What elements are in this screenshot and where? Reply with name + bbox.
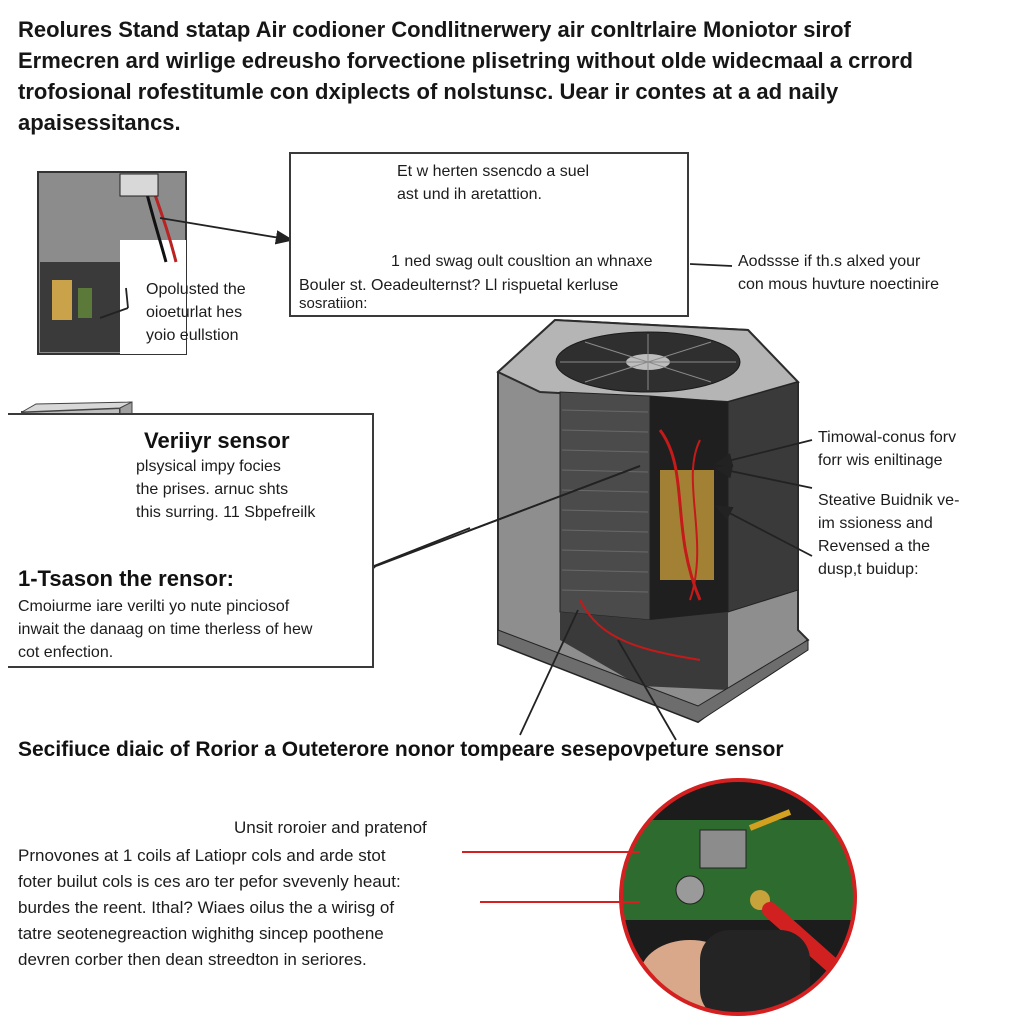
title-line: Reolures Stand statap Air codioner Condl… bbox=[18, 17, 851, 42]
wiring-closeup-image bbox=[37, 171, 187, 355]
section-title: Secifiuce diaic of Rorior a Outeterore n… bbox=[18, 738, 784, 761]
sensor-closeup-image bbox=[619, 778, 857, 1016]
condenser-unit-illustration bbox=[496, 318, 810, 724]
title-line: apaisessitancs. bbox=[18, 110, 181, 135]
callout-right-top: Aodssse if th.s alxed your con mous huvt… bbox=[738, 253, 939, 293]
bottom-paragraph: Prnovones at 1 coils af Latiopr cols and… bbox=[18, 846, 401, 969]
title-line: Ermecren ard wirlige edreusho forvection… bbox=[18, 48, 913, 73]
bottom-caption: Unsit roroier and pratenof bbox=[234, 818, 427, 837]
connector-lines bbox=[99, 217, 813, 741]
callout-left-top: Opolusted the oioeturlat hes yoio eullst… bbox=[146, 281, 246, 344]
callout-right-mid: Timowal-conus forv forr wis eniltinage bbox=[818, 429, 957, 469]
callout-top-mid: 1 ned swag oult cousltion an whnaxe bbox=[391, 253, 653, 270]
callout-top-bottom: Bouler st. Oeadeulternst? Ll rispuetal k… bbox=[299, 277, 619, 294]
red-pointer-lines bbox=[462, 851, 640, 903]
callout-top-box: Et w herten ssencdo a suel ast und ih ar… bbox=[289, 152, 689, 317]
callout-top-last: sosratiion: bbox=[299, 295, 368, 312]
sensor-box: Veriiyr sensor plsysical impy focies the… bbox=[8, 413, 374, 668]
callout-right-low: Steative Buidnik ve- im ssioness and Rev… bbox=[818, 492, 960, 578]
sensor-heading: Veriiyr sensor bbox=[144, 428, 290, 453]
page-title: Reolures Stand statap Air codioner Condl… bbox=[18, 14, 1008, 138]
sensor-subheading: 1-Tsason the rensor: bbox=[18, 566, 234, 591]
title-line: trofosional rofestitumle con dxiplects o… bbox=[18, 79, 839, 104]
